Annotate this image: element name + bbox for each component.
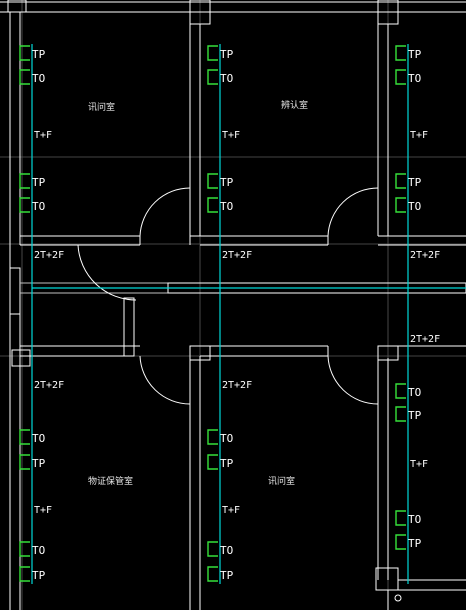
label-tp: TP: [408, 48, 422, 61]
label-2t2f: 2T+2F: [222, 250, 252, 261]
label-tp: TP: [408, 176, 422, 189]
label-tp: TP: [32, 569, 46, 582]
label-to: TO: [408, 386, 421, 399]
label-tf: T+F: [34, 505, 52, 516]
label-tp: TP: [32, 48, 46, 61]
label-to: TO: [408, 513, 421, 526]
label-to: TO: [32, 432, 45, 445]
label-to: TO: [32, 200, 45, 213]
doors: [77, 187, 379, 405]
cable-routes: [31, 44, 466, 584]
label-tf: T+F: [410, 130, 428, 141]
label-tp: TP: [220, 176, 234, 189]
label-tp: TP: [32, 176, 46, 189]
label-to: TO: [408, 200, 421, 213]
label-tf: T+F: [34, 130, 52, 141]
label-2t2f: 2T+2F: [34, 250, 64, 261]
label-tp: TP: [408, 537, 422, 550]
label-to: TO: [408, 72, 421, 85]
label-2t2f: 2T+2F: [34, 380, 64, 391]
marker-icon: [394, 594, 402, 602]
label-2t2f: 2T+2F: [410, 334, 440, 345]
label-tf: T+F: [410, 459, 428, 470]
room-label-1: 讯问室: [88, 101, 115, 113]
label-to: TO: [220, 432, 233, 445]
label-tp: TP: [32, 457, 46, 470]
label-tp: TP: [408, 409, 422, 422]
label-tp: TP: [220, 457, 234, 470]
label-to: TO: [220, 544, 233, 557]
label-tf: T+F: [222, 505, 240, 516]
label-2t2f: 2T+2F: [410, 250, 440, 261]
label-to: TO: [220, 200, 233, 213]
room-label-4: 讯问室: [268, 475, 295, 487]
label-to: TO: [220, 72, 233, 85]
label-2t2f: 2T+2F: [222, 380, 252, 391]
outlet-labels: TP TO T+F TP TO 2T+2F 2T+2F TO TP T+F TO…: [32, 48, 440, 582]
outlet-symbols: [19, 45, 406, 582]
label-tp: TP: [220, 48, 234, 61]
room-label-2: 辨认室: [281, 99, 308, 111]
room-label-3: 物证保管室: [88, 475, 133, 487]
label-tf: T+F: [222, 130, 240, 141]
label-tp: TP: [220, 569, 234, 582]
room-labels: 讯问室 辨认室 物证保管室 讯问室: [88, 99, 308, 487]
label-to: TO: [32, 544, 45, 557]
label-to: TO: [32, 72, 45, 85]
